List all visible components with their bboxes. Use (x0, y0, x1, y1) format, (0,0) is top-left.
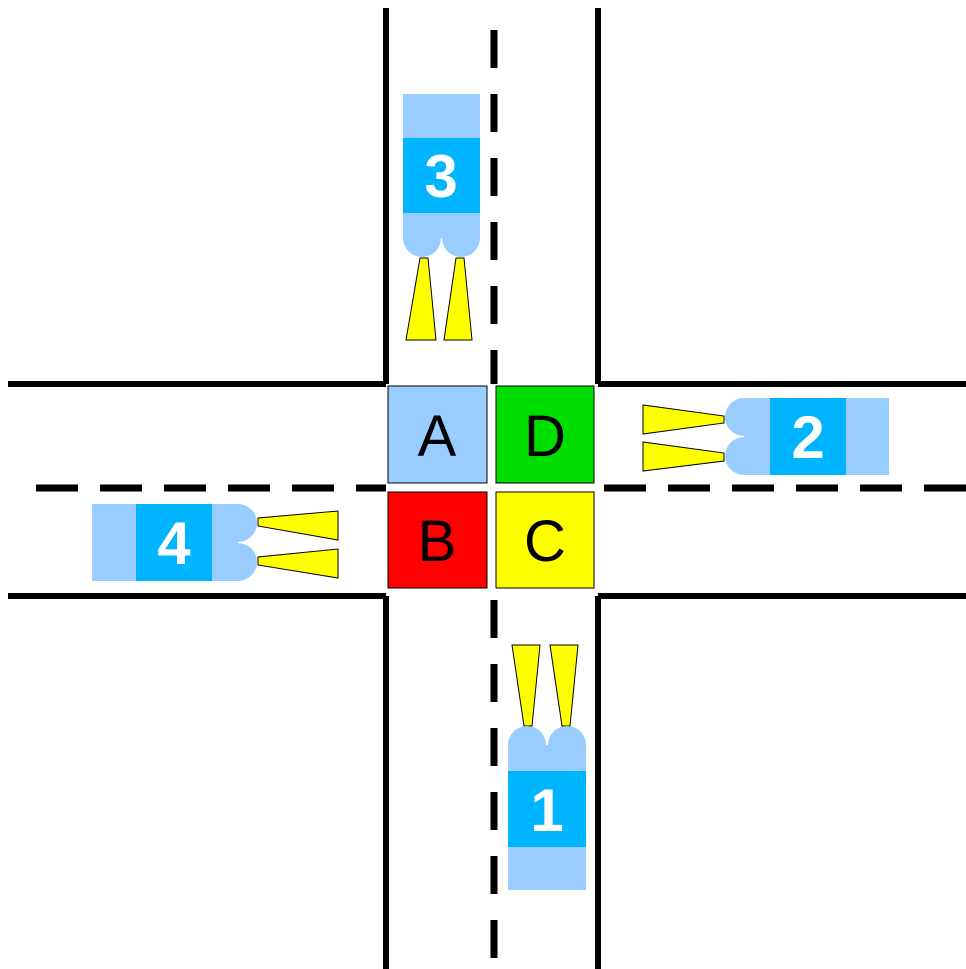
vehicle-1: 1 (508, 645, 586, 890)
vehicle-1-headlight-beams (512, 645, 578, 726)
vehicle-4: 4 (92, 504, 338, 581)
quadrant-d-label: D (524, 404, 566, 469)
vehicle-4-front-bump (219, 504, 257, 542)
headlight-beam-icon (512, 645, 540, 726)
headlight-beam-icon (258, 511, 338, 540)
vehicle-3-front-bump (403, 219, 441, 257)
vehicle-2-front-bump (725, 437, 763, 475)
vehicle-1-front-bump (548, 726, 586, 764)
vehicle-2-label: 2 (791, 404, 824, 471)
quadrant-c: C (496, 492, 594, 588)
headlight-beam-icon (406, 258, 436, 340)
quadrant-a-label: A (418, 404, 457, 469)
vehicle-1-front-bump (508, 726, 546, 764)
quadrant-d: D (496, 386, 594, 483)
quadrant-a: A (388, 386, 487, 483)
headlight-beam-icon (444, 258, 472, 340)
vehicle-3-label: 3 (424, 143, 457, 210)
vehicle-2-front-bump (725, 398, 763, 436)
vehicle-1-label: 1 (530, 777, 563, 844)
quadrant-b-label: B (418, 509, 457, 574)
vehicle-3: 3 (403, 94, 480, 340)
headlight-beam-icon (258, 549, 338, 578)
quadrant-b: B (388, 492, 487, 588)
headlight-beam-icon (643, 405, 724, 434)
vehicle-3-front-bump (442, 219, 480, 257)
quadrant-c-label: C (524, 509, 566, 574)
vehicle-4-front-bump (219, 543, 257, 581)
vehicle-4-headlight-beams (258, 511, 338, 578)
vehicle-2-headlight-beams (643, 405, 724, 471)
headlight-beam-icon (643, 442, 724, 471)
intersection-quadrants: A B C D (388, 386, 594, 588)
vehicle-2: 2 (643, 398, 889, 475)
headlight-beam-icon (550, 645, 578, 726)
vehicle-4-label: 4 (157, 510, 191, 577)
vehicle-3-headlight-beams (406, 258, 472, 340)
